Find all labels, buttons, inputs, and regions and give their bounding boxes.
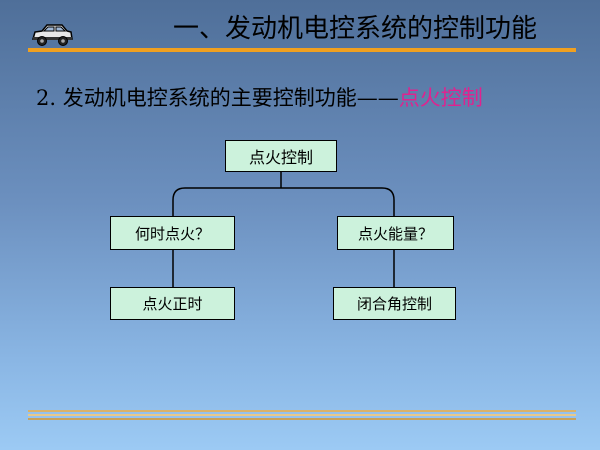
- footer-rule-1: [28, 410, 576, 412]
- diagram-node-root: 点火控制: [225, 140, 337, 172]
- footer-rule-2: [28, 414, 576, 416]
- diagram-node-dwell-control: 闭合角控制: [333, 287, 456, 320]
- diagram-node-ignition-timing: 点火正时: [110, 287, 235, 320]
- slide-title: 一、发动机电控系统的控制功能: [172, 14, 537, 44]
- section-heading: 2. 发动机电控系统的主要控制功能——点火控制: [36, 82, 483, 112]
- title-underline: [28, 48, 576, 52]
- section-heading-highlight: 点火控制: [398, 86, 483, 110]
- diagram-node-ignition-energy: 点火能量？: [337, 216, 454, 250]
- section-heading-prefix: 2. 发动机电控系统的主要控制功能——: [36, 86, 399, 110]
- car-icon: [32, 24, 73, 46]
- branch-bracket-line: [172, 187, 395, 216]
- diagram-node-when-ignite: 何时点火？: [110, 216, 235, 250]
- footer-rule-3: [28, 418, 576, 420]
